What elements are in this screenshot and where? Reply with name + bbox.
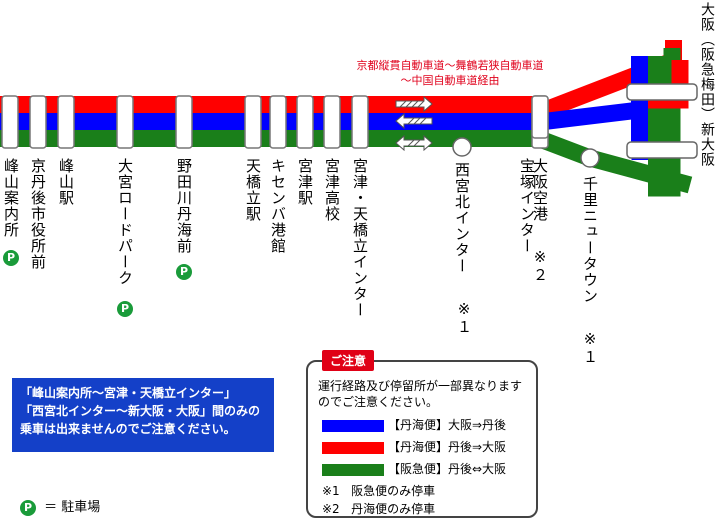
terminal-label-umeda: 大阪（阪急梅田） — [699, 2, 715, 122]
notice-title: ご注意 — [322, 350, 375, 371]
station-label-senri: 千里ニュータウン — [581, 176, 599, 304]
station-label-miyazu-eki: 宮津駅 — [296, 158, 314, 206]
footnote-mark-senri: ※１ — [581, 330, 599, 365]
nishinomiya-kita-stop — [452, 137, 472, 157]
station-markers — [1, 95, 549, 149]
footnote-2-mark: ※2 — [322, 502, 340, 516]
stop-marker-mineyama-annai — [1, 95, 19, 149]
route-note-line2: ～中国自動車道経由 — [400, 74, 500, 87]
green-terminal-segment — [648, 56, 665, 186]
highway-arrows — [395, 95, 433, 152]
legend-item-blue: 【丹海便】大阪⇒丹後 — [322, 416, 506, 433]
station-label-osaka-kuko: 大阪空港 — [531, 158, 549, 222]
legend-item-red: 【丹海便】丹後⇒大阪 — [322, 438, 506, 455]
legend-swatch-red — [322, 441, 384, 454]
stop-marker-amanohashidate-eki — [244, 95, 262, 149]
legend-swatch-green — [322, 463, 384, 476]
footnote-1: ※1 阪急便のみ停車 — [322, 482, 435, 499]
footnote-2: ※2 丹海便のみ停車 — [322, 500, 435, 517]
legend-swatch-blue — [322, 419, 384, 432]
arrow-left-icon — [395, 112, 433, 130]
parking-icon: P — [117, 301, 133, 317]
route-note: 京都縦貫自動車道～舞鶴若狭自動車道 ～中国自動車道経由 — [300, 58, 600, 88]
stop-marker-osaka-kuko — [531, 95, 549, 139]
stop-marker-omiya-road-park — [116, 95, 134, 149]
parking-legend: P ＝ 駐車場 — [20, 496, 100, 516]
footnote-2-text: 丹海便のみ停車 — [351, 502, 436, 516]
route-note-line1: 京都縦貫自動車道～舞鶴若狭自動車道 — [356, 59, 544, 72]
station-label-amanohashidate: 天橋立駅 — [244, 158, 262, 222]
osaka-umeda-stop — [626, 83, 698, 101]
stop-marker-kisenba — [269, 95, 287, 149]
station-label-miyazu-ic: 宮津・天橋立インター — [351, 158, 369, 318]
legend-text-green: 【阪急便】丹後⇔大阪 — [388, 462, 507, 476]
terminal-label-shin-osaka: 新大阪 — [699, 122, 715, 167]
notice-box: ご注意 運行経路及び停留所が一部異なりますのでご注意ください。 【丹海便】大阪⇒… — [306, 350, 538, 518]
legend-text-blue: 【丹海便】大阪⇒丹後 — [388, 418, 507, 432]
parking-legend-text: ＝ 駐車場 — [44, 500, 101, 515]
footnote-mark-osaka-kuko: ※２ — [531, 248, 549, 283]
station-label-kyotango: 京丹後市役所前 — [29, 158, 47, 270]
stop-marker-nodagawa-tango-kaimae — [175, 95, 193, 149]
senri-newtown-stop — [580, 148, 600, 168]
footnote-1-mark: ※1 — [322, 484, 340, 498]
shin-osaka-stop — [626, 141, 698, 159]
stop-marker-mineyama-eki — [57, 95, 75, 149]
station-label-mineyama-annai: 峰山案内所 — [2, 158, 20, 238]
station-label-kisenba: キセンバ港館 — [269, 158, 287, 254]
arrow-both-icon — [395, 134, 433, 152]
station-label-nishinomiya-kita: 西宮北インター — [453, 162, 471, 274]
restriction-line3: 乗車は出来ませんのでご注意ください。 — [20, 422, 236, 436]
footnote-mark-nishinomiya: ※１ — [455, 300, 473, 335]
station-label-nodagawa: 野田川丹海前 — [175, 158, 193, 254]
station-label-omiya: 大宮ロードパーク — [116, 158, 134, 286]
arrow-right-icon — [395, 95, 433, 113]
restriction-line1: 「峰山案内所～宮津・天橋立インター」 — [20, 386, 237, 400]
stop-marker-miyazu-koko — [323, 95, 341, 149]
station-label-takarazuka: 宝塚インター — [518, 158, 536, 254]
restriction-line2: 「西宮北インター～新大阪・大阪」間のみの — [20, 404, 261, 418]
blue-terminal-segment — [631, 56, 648, 156]
legend-text-red: 【丹海便】丹後⇒大阪 — [388, 440, 507, 454]
stop-marker-kyotango-shiyakusho — [29, 95, 47, 149]
station-label-miyazu-koko: 宮津高校 — [323, 158, 341, 222]
footnote-1-text: 阪急便のみ停車 — [351, 484, 436, 498]
parking-icon: P — [3, 250, 19, 266]
parking-icon: P — [20, 499, 36, 516]
notice-text: 運行経路及び停留所が一部異なりますのでご注意ください。 — [318, 379, 523, 409]
stop-marker-miyazu-eki — [296, 95, 314, 149]
legend-item-green: 【阪急便】丹後⇔大阪 — [322, 460, 506, 477]
parking-icon: P — [176, 264, 192, 280]
boarding-restriction-box: 「峰山案内所～宮津・天橋立インター」 「西宮北インター～新大阪・大阪」間のみの … — [12, 378, 274, 452]
stop-marker-miyazu-ic — [351, 95, 369, 149]
station-label-mineyama-eki: 峰山駅 — [57, 158, 75, 206]
